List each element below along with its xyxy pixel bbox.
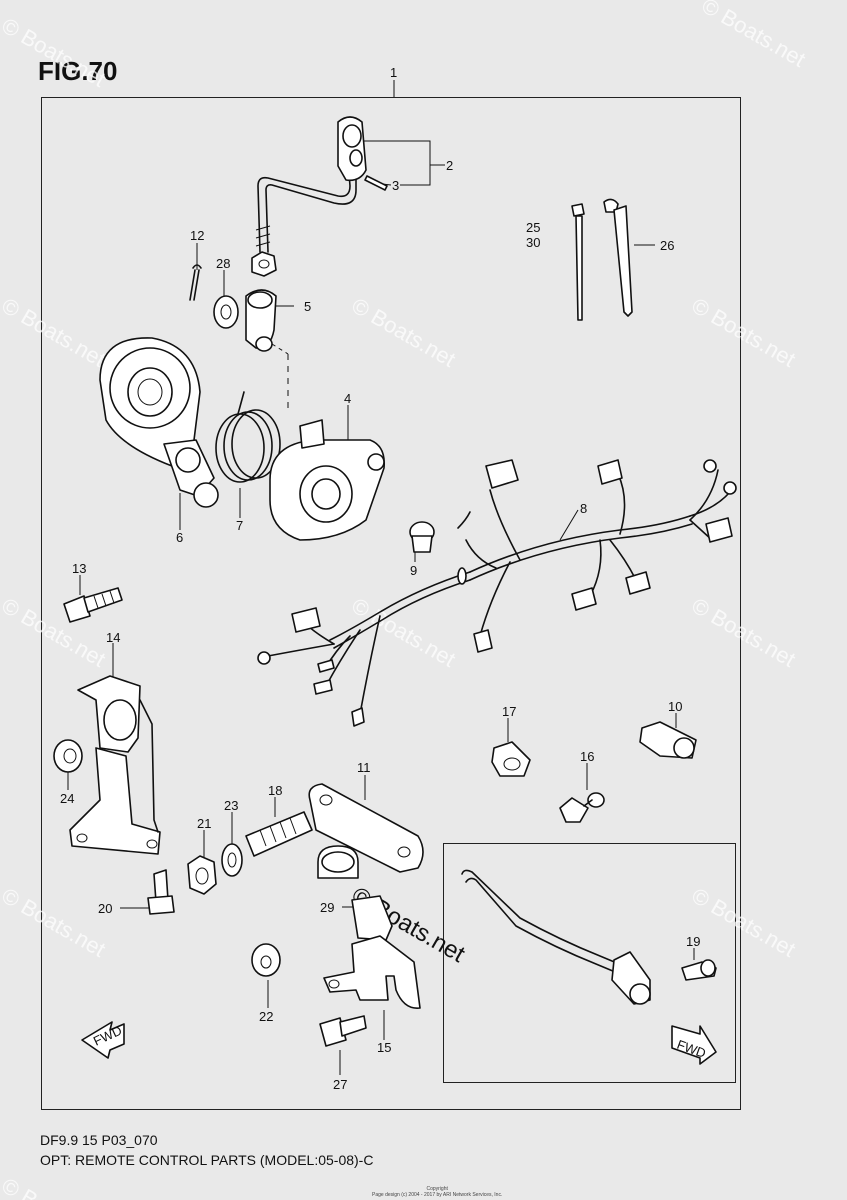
fwd-arrow-left: FWD [81, 1021, 125, 1059]
fwd-arrow-right: FWD [671, 1025, 717, 1065]
part-28-nut-washer [213, 251, 277, 329]
part-9-clamp [409, 521, 435, 553]
callout-2: 2 [446, 158, 453, 173]
inset-frame [443, 843, 736, 1083]
copyright-heading: Copyright [426, 1186, 448, 1192]
callout-30: 30 [526, 235, 540, 250]
part-12-cotter-pin [189, 264, 202, 301]
part-26-cable-tie [603, 198, 633, 317]
part-20-bolt [147, 869, 175, 915]
part-15-clip-bracket [323, 935, 421, 1009]
callout-23: 23 [224, 798, 238, 813]
callout-29: 29 [320, 900, 334, 915]
part-23-washer [221, 843, 243, 877]
callout-10: 10 [668, 699, 682, 714]
callout-26: 26 [660, 238, 674, 253]
part-19-screw [681, 959, 717, 981]
inset-cable [461, 869, 651, 1005]
leader-lines [67, 80, 695, 1075]
part-13-screw [63, 587, 123, 623]
part-3-pin [364, 175, 388, 191]
callout-14: 14 [106, 630, 120, 645]
svg-text:© Boats.net: © Boats.net [0, 293, 110, 372]
part-6-throttle-cam [99, 337, 219, 508]
callout-6: 6 [176, 530, 183, 545]
svg-text:© Boats.net: © Boats.net [688, 883, 800, 962]
callout-1: 1 [390, 65, 397, 80]
callout-16: 16 [580, 749, 594, 764]
callout-3: 3 [392, 178, 399, 193]
callout-11: 11 [357, 760, 371, 775]
callout-15-right: 15 [377, 1040, 391, 1055]
svg-text:© Boats.net: © Boats.net [688, 293, 800, 372]
callout-12: 12 [190, 228, 204, 243]
callout-7: 7 [236, 518, 243, 533]
callout-27: 27 [333, 1077, 347, 1092]
part-2-lever-rod [255, 116, 367, 253]
part-27-bolt [319, 1015, 367, 1047]
svg-text:© Boats.net: © Boats.net [0, 13, 110, 92]
svg-text:© Boats.net: © Boats.net [698, 0, 810, 72]
part-14-bracket [69, 675, 161, 855]
callout-25: 25 [526, 220, 540, 235]
part-5-rod-end [245, 289, 289, 412]
part-22-washer [251, 943, 281, 977]
callout-9: 9 [410, 563, 417, 578]
svg-text:© Boats.net: © Boats.net [0, 883, 110, 962]
svg-text:© Boats.net: © Boats.net [688, 593, 800, 672]
callout-8: 8 [580, 501, 587, 516]
copyright-notice: Copyright Page design (c) 2004 - 2017 by… [372, 1186, 502, 1198]
callout-22: 22 [259, 1009, 273, 1024]
part-29-bracket [351, 895, 393, 941]
callout-17: 17 [502, 704, 516, 719]
callout-24: 24 [60, 791, 74, 806]
part-24-grommet [53, 739, 83, 773]
figure-title: FIG.70 [38, 56, 118, 86]
callout-5: 5 [304, 299, 311, 314]
part-4-cable-bracket [269, 419, 386, 541]
callout-13: 13 [72, 561, 86, 576]
part-7-spring [215, 391, 281, 483]
part-25-30-cable-tie [571, 203, 585, 321]
diagram-frame [41, 97, 741, 1110]
part-8-wire-harness [257, 459, 737, 727]
diagram-caption: OPT: REMOTE CONTROL PARTS (MODEL:05-08)-… [40, 1152, 374, 1168]
copyright-text: Page design (c) 2004 - 2017 by ARI Netwo… [372, 1192, 503, 1198]
diagram-code: DF9.9 15 P03_070 [40, 1132, 158, 1148]
callout-28: 28 [216, 256, 230, 271]
callout-numbers: 1 2 3 12 28 5 4 6 7 25 30 26 8 9 13 14 1… [60, 65, 700, 1092]
callout-20: 20 [98, 901, 112, 916]
svg-text:© Boats.net: © Boats.net [348, 293, 460, 372]
part-18-stud-bolt [245, 811, 313, 857]
callout-19: 19 [686, 934, 700, 949]
part-11-plate [308, 783, 424, 879]
part-10-spacer [639, 721, 697, 759]
callout-4: 4 [344, 391, 351, 406]
svg-text:© Boats.net: © Boats.net [0, 1173, 110, 1200]
svg-text:© Boats.net: © Boats.net [348, 593, 460, 672]
callout-18: 18 [268, 783, 282, 798]
part-16-terminal [559, 792, 605, 823]
callout-21: 21 [197, 816, 211, 831]
part-21-nut [187, 855, 217, 895]
part-17-clamp [491, 741, 531, 777]
